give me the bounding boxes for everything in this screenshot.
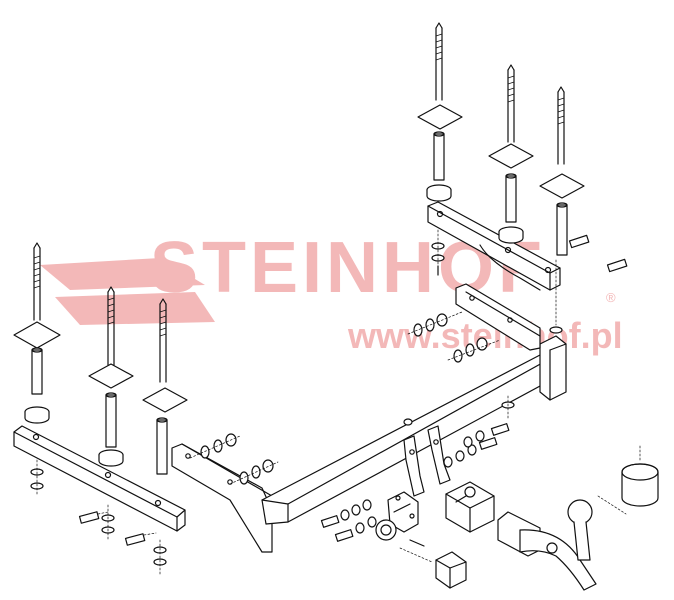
right-side-bolts xyxy=(568,234,628,273)
left-bolt-2 xyxy=(88,286,134,541)
right-fastener-set xyxy=(407,311,501,363)
left-mounting-bracket xyxy=(13,425,186,532)
socket-cover xyxy=(399,547,467,589)
right-bolt-1 xyxy=(417,22,463,266)
tow-ball-cover xyxy=(621,445,659,507)
alignment-marks xyxy=(409,265,439,547)
left-bolt-3 xyxy=(142,298,188,576)
electrical-socket-plate xyxy=(375,491,419,541)
tow-ball-hitch xyxy=(497,495,627,591)
right-mounting-bracket xyxy=(427,201,561,291)
left-fastener-set xyxy=(189,433,279,485)
socket-fastener-set xyxy=(320,499,377,542)
left-side-bolts xyxy=(78,511,157,546)
center-fastener-set xyxy=(403,395,515,468)
steinhof-logo-mark xyxy=(40,258,215,325)
tow-bar-crossbar xyxy=(171,283,567,553)
watermark-registered-mark: ® xyxy=(606,290,616,305)
right-bolt-3 xyxy=(539,86,585,334)
electrical-socket xyxy=(445,481,495,533)
right-bolt-2 xyxy=(488,64,534,244)
left-bolt-1 xyxy=(13,242,61,496)
